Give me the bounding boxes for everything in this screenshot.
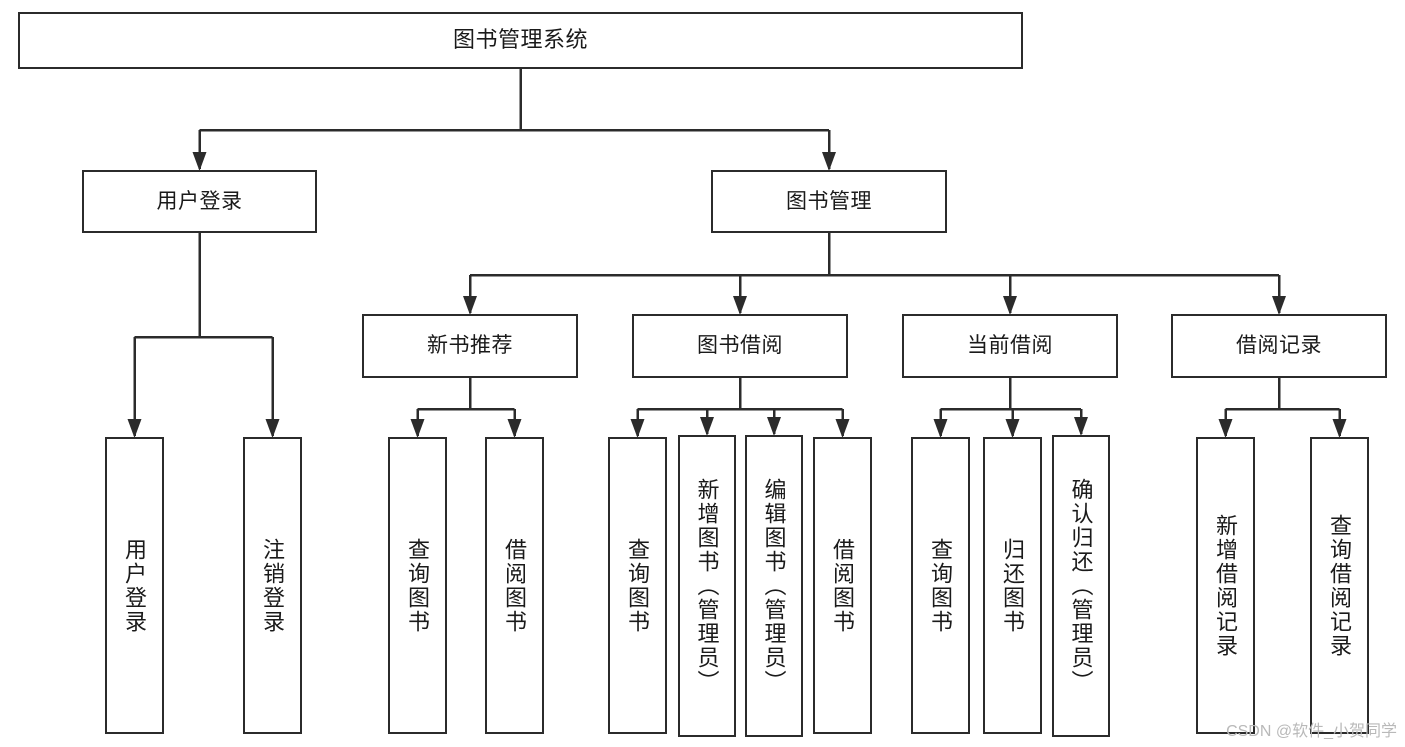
node-label: 查询图书 xyxy=(405,537,431,634)
node-label: 图书借阅 xyxy=(697,334,783,358)
arrowhead-icon xyxy=(933,419,948,438)
arrowhead-icon xyxy=(767,417,781,436)
arrowhead-icon xyxy=(1005,419,1020,438)
arrowhead-icon xyxy=(822,152,836,171)
node-label: 借阅图书 xyxy=(502,537,528,634)
node-leaf-confirm-return[interactable]: 确认归还（管理员） xyxy=(1052,435,1110,737)
node-leaf-borrow-book-1[interactable]: 借阅图书 xyxy=(485,437,544,734)
node-user-login[interactable]: 用户登录 xyxy=(82,170,317,233)
node-leaf-edit-book[interactable]: 编辑图书（管理员） xyxy=(745,435,803,737)
node-label: 当前借阅 xyxy=(967,334,1053,358)
node-label: 归还图书 xyxy=(1000,537,1026,634)
arrowhead-icon xyxy=(700,417,714,436)
arrowhead-icon xyxy=(463,296,477,315)
node-leaf-query-book-2[interactable]: 查询图书 xyxy=(608,437,667,734)
arrowhead-icon xyxy=(410,419,425,438)
node-current-borrow[interactable]: 当前借阅 xyxy=(902,314,1118,378)
node-label: 新增借阅记录 xyxy=(1213,513,1239,658)
arrowhead-icon xyxy=(1218,419,1233,438)
arrowhead-icon xyxy=(733,296,747,315)
node-borrow-record[interactable]: 借阅记录 xyxy=(1171,314,1387,378)
node-leaf-query-book-3[interactable]: 查询图书 xyxy=(911,437,970,734)
node-leaf-query-record[interactable]: 查询借阅记录 xyxy=(1310,437,1369,734)
node-leaf-user-logout[interactable]: 注销登录 xyxy=(243,437,302,734)
node-leaf-return-book[interactable]: 归还图书 xyxy=(983,437,1042,734)
arrowhead-icon xyxy=(630,419,645,438)
node-label: 新增图书（管理员） xyxy=(694,478,720,694)
node-label: 新书推荐 xyxy=(427,334,513,358)
arrowhead-icon xyxy=(127,419,142,438)
watermark: CSDN @软件_小贺同学 xyxy=(1226,723,1397,740)
arrowhead-icon xyxy=(1332,419,1347,438)
arrowhead-icon xyxy=(507,419,522,438)
arrowhead-icon xyxy=(1272,296,1286,315)
node-label: 查询图书 xyxy=(625,537,651,634)
node-label: 用户登录 xyxy=(122,537,148,634)
node-leaf-add-book[interactable]: 新增图书（管理员） xyxy=(678,435,736,737)
node-label: 图书管理系统 xyxy=(452,27,588,53)
node-label: 编辑图书（管理员） xyxy=(761,478,787,694)
arrowhead-icon xyxy=(835,419,850,438)
arrowhead-icon xyxy=(1074,417,1088,436)
node-label: 查询图书 xyxy=(928,537,954,634)
node-leaf-add-record[interactable]: 新增借阅记录 xyxy=(1196,437,1255,734)
node-leaf-borrow-book-2[interactable]: 借阅图书 xyxy=(813,437,872,734)
node-leaf-user-login[interactable]: 用户登录 xyxy=(105,437,164,734)
node-label: 确认归还（管理员） xyxy=(1068,478,1094,694)
node-label: 图书管理 xyxy=(786,189,872,213)
node-book-borrow[interactable]: 图书借阅 xyxy=(632,314,848,378)
arrowhead-icon xyxy=(1003,296,1017,315)
node-book-manage[interactable]: 图书管理 xyxy=(711,170,947,233)
arrowhead-icon xyxy=(192,152,207,171)
node-label: 借阅记录 xyxy=(1236,334,1322,358)
arrowhead-icon xyxy=(265,419,280,438)
node-label: 借阅图书 xyxy=(830,537,856,634)
node-root[interactable]: 图书管理系统 xyxy=(18,12,1023,69)
node-leaf-query-book-1[interactable]: 查询图书 xyxy=(388,437,447,734)
node-label: 用户登录 xyxy=(156,189,243,213)
node-label: 注销登录 xyxy=(260,537,286,634)
node-label: 查询借阅记录 xyxy=(1327,513,1353,658)
node-new-book-rec[interactable]: 新书推荐 xyxy=(362,314,578,378)
